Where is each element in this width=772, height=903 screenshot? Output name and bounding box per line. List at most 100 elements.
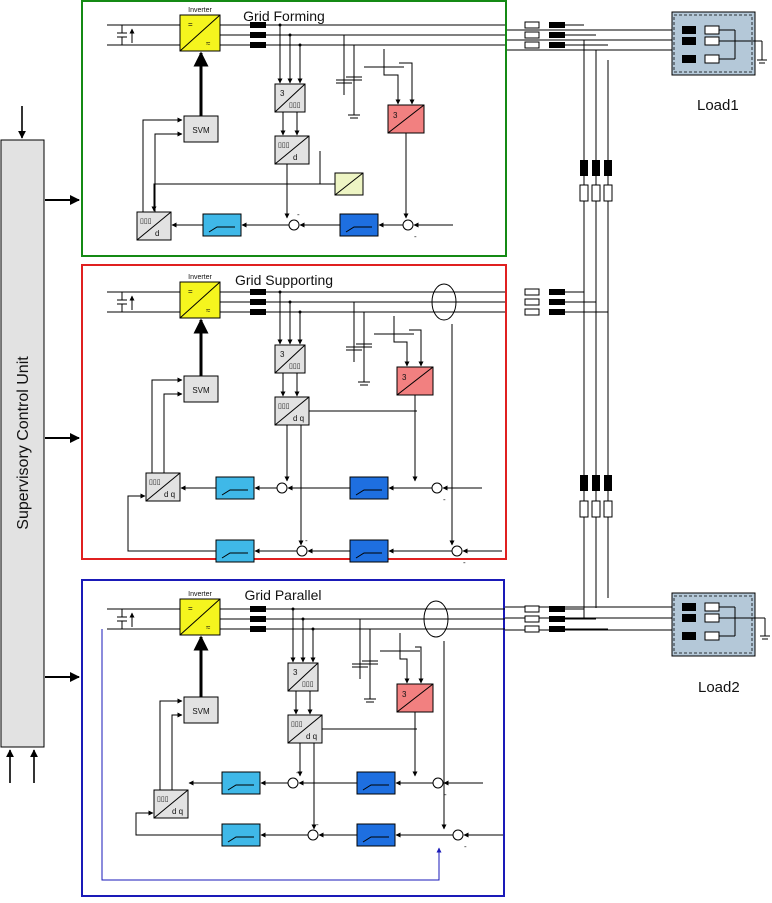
wire [393, 316, 410, 367]
main-bus [505, 29, 680, 631]
section-frame [81, 264, 507, 560]
section-frame [81, 0, 507, 257]
park-label: d q [306, 732, 317, 741]
inverter-block [179, 281, 221, 319]
filter-inductor [250, 32, 266, 38]
diag [274, 396, 310, 426]
line-inductor [549, 626, 565, 632]
sum-node [307, 829, 319, 841]
line-resistor [524, 605, 540, 613]
dc-symbol: = [188, 604, 193, 613]
wire [409, 329, 424, 367]
wire [399, 62, 415, 105]
wire [142, 117, 183, 212]
inverter-label: Inverter [188, 274, 212, 281]
line-resistor [524, 615, 540, 623]
voltage-controller-block [349, 476, 389, 500]
filter-inductor [250, 299, 266, 305]
inverter-label: Inverter [188, 591, 212, 598]
pll-block [387, 104, 425, 134]
block-curve [221, 489, 248, 496]
sum-node [451, 545, 463, 557]
svm-label: SVM [192, 126, 210, 135]
current-controller-block [215, 539, 255, 563]
diag [136, 211, 172, 241]
inverse-park-block [145, 472, 181, 502]
load1-label: Load1 [697, 97, 739, 114]
junction [278, 290, 282, 294]
junction [278, 23, 282, 27]
park-label: d [293, 153, 297, 162]
sum-node [287, 777, 299, 789]
section-title: Grid Parallel [244, 587, 321, 603]
clarke-transform-block [274, 83, 306, 113]
line-inductor [549, 309, 565, 315]
block-curve [345, 226, 372, 233]
clarke-label: 3 [280, 350, 285, 359]
line-resistor [524, 41, 540, 49]
svm-label: SVM [192, 386, 210, 395]
wire [415, 646, 424, 684]
minus-sign: - [296, 768, 299, 777]
sum-node [296, 545, 308, 557]
minus-sign: - [463, 558, 466, 567]
filter-inductor [250, 616, 266, 622]
inverter-label: Inverter [188, 7, 212, 14]
minus-sign: - [444, 790, 447, 799]
filter-inductor [250, 606, 266, 612]
load2: Load2 [671, 592, 770, 696]
wire [154, 131, 183, 212]
diag [274, 83, 306, 113]
diag [396, 683, 434, 713]
inverse-park-block [153, 789, 189, 819]
pll-label: 3 [393, 111, 398, 120]
junction [288, 300, 292, 304]
wire [319, 151, 335, 185]
bus-impedances [579, 160, 613, 518]
diag [179, 14, 221, 52]
block-curve [208, 226, 235, 233]
line-inductor [549, 22, 565, 28]
wire [171, 712, 183, 790]
wire [399, 633, 410, 684]
pll-label: 3 [402, 373, 407, 382]
diag [153, 789, 189, 819]
sum-node [452, 829, 464, 841]
inverter-block [179, 598, 221, 636]
line-inductor [549, 42, 565, 48]
park-transform-block [274, 396, 310, 426]
pll-block [396, 683, 434, 713]
voltage-controller-block [356, 771, 396, 795]
sum-node [431, 482, 443, 494]
pwm-bars: ▯▯▯ [157, 796, 169, 803]
diag [179, 598, 221, 636]
junction [311, 627, 315, 631]
minus-sign: - [464, 842, 467, 851]
park-transform-block [287, 714, 323, 744]
block-curve [221, 552, 248, 559]
block-curve [355, 552, 382, 559]
clarke-transform-block [287, 662, 319, 692]
clarke-label: 3 [293, 668, 298, 677]
park-bars: ▯▯▯ [278, 403, 290, 410]
pll-block [396, 366, 434, 396]
block-curve [362, 836, 389, 843]
svm-block [183, 696, 219, 724]
pwm-label: d q [172, 807, 183, 816]
line-resistor [524, 21, 540, 29]
junction [298, 43, 302, 47]
block-curve [227, 836, 254, 843]
line-inductor [549, 299, 565, 305]
diag [287, 714, 323, 744]
current-sensor [423, 600, 449, 638]
pwm-bars: ▯▯▯ [140, 218, 152, 225]
park-label: d q [293, 414, 304, 423]
wire [101, 629, 442, 881]
minus-sign: - [305, 536, 308, 545]
supervisory-label: Supervisory Control Unit [15, 356, 32, 530]
wire [151, 183, 335, 212]
filter-inductor [250, 626, 266, 632]
clarke-label: 3 [280, 89, 285, 98]
